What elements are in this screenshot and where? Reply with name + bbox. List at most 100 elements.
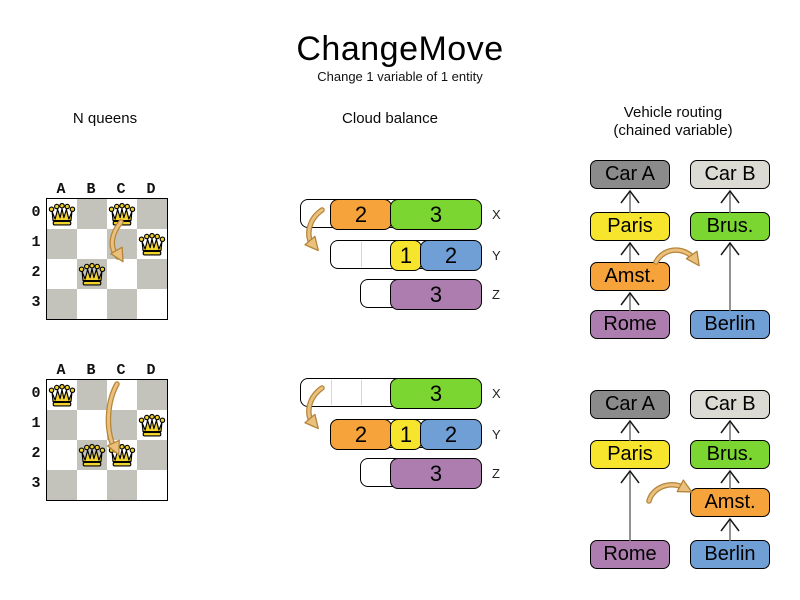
board-cell [47, 289, 77, 319]
chain-arrowhead-icon [620, 419, 640, 434]
board-cell [107, 410, 137, 440]
board-column-label: C [116, 362, 126, 379]
process-block: 2 [420, 419, 482, 450]
section-title-vehicle-line1: Vehicle routing [623, 104, 723, 121]
board-column-label: C [116, 181, 126, 198]
process-block-value: 3 [429, 201, 443, 227]
board-cell [137, 380, 167, 410]
board-cell [47, 440, 77, 470]
process-block: 2 [330, 419, 392, 450]
board-cell [77, 470, 107, 500]
board-cell [137, 470, 167, 500]
board-cell [107, 259, 137, 289]
vehicle-box-after-amst: Amst. [690, 488, 770, 517]
board-cell [107, 380, 137, 410]
board-cell [47, 229, 77, 259]
process-block: 3 [390, 279, 482, 310]
board-column-label: B [86, 362, 96, 379]
board-cell [77, 289, 107, 319]
board-cell [77, 380, 107, 410]
chessboard-grid [46, 379, 168, 501]
vehicle-box-before-paris: Paris [590, 212, 670, 241]
cloud-row-label: Y [492, 427, 501, 442]
board-cell [77, 410, 107, 440]
chain-arrowhead-icon [620, 469, 640, 484]
board-cell [137, 440, 167, 470]
vehicle-box-after-rome: Rome [590, 540, 670, 569]
queen-icon [138, 414, 166, 438]
vehicle-box-before-car-a: Car A [590, 160, 670, 189]
queen-icon [108, 444, 136, 468]
process-block-value: 2 [444, 242, 458, 268]
process-block: 2 [420, 240, 482, 271]
cloud-row-label: Y [492, 248, 501, 263]
section-title-vehicle-line2: (chained variable) [613, 122, 733, 139]
chain-arrowhead-icon [720, 517, 740, 532]
process-block-value: 3 [429, 380, 443, 406]
board-row-label: 1 [31, 415, 41, 432]
board-column-label: A [56, 181, 66, 198]
board-cell [77, 229, 107, 259]
chain-arrowhead-icon [620, 241, 640, 256]
board-cell [47, 259, 77, 289]
cloud-after-computer-X: 3 [300, 378, 482, 409]
process-block: 3 [390, 378, 482, 409]
vehicle-box-after-paris: Paris [590, 440, 670, 469]
process-block-value: 1 [399, 421, 413, 447]
cloud-row-label: X [492, 207, 501, 222]
cloud-row-label: X [492, 386, 501, 401]
process-block: 3 [390, 199, 482, 230]
board-cell [77, 199, 107, 229]
process-block-value: 2 [444, 421, 458, 447]
page-title: ChangeMove [296, 30, 504, 68]
board-column-label: D [146, 362, 156, 379]
chessboard-grid [46, 198, 168, 320]
process-block-value: 3 [429, 460, 443, 486]
board-cell [107, 470, 137, 500]
vehicle-box-before-rome: Rome [590, 310, 670, 339]
chain-arrowhead-icon [720, 469, 740, 484]
chain-arrowhead-icon [620, 189, 640, 204]
section-title-nqueens: N queens [72, 110, 138, 127]
board-row-label: 2 [31, 264, 41, 281]
queen-icon [48, 384, 76, 408]
board-cell [47, 470, 77, 500]
page-subtitle: Change 1 variable of 1 entity [317, 69, 483, 84]
move-arrow-vehicle-after [646, 479, 693, 504]
chain-arrowhead-icon [620, 291, 640, 306]
cloud-before-computer-Z: 3 [360, 279, 482, 310]
slot-divider [361, 242, 362, 267]
chain-arrowhead-icon [720, 419, 740, 434]
chain-arrowhead-icon [720, 241, 740, 256]
vehicle-box-after-car-a: Car A [590, 390, 670, 419]
process-block-value: 2 [354, 421, 368, 447]
board-cell [107, 289, 137, 319]
queen-icon [138, 233, 166, 257]
process-block: 1 [390, 240, 422, 271]
board-row-label: 0 [31, 204, 41, 221]
cloud-row-label: Z [492, 287, 500, 302]
vehicle-box-before-amst: Amst. [590, 262, 670, 291]
cloud-row-label: Z [492, 466, 500, 481]
vehicle-box-after-brus: Brus. [690, 440, 770, 469]
vehicle-box-before-berlin: Berlin [690, 310, 770, 339]
process-block: 3 [390, 458, 482, 489]
board-cell [47, 410, 77, 440]
process-block: 2 [330, 199, 392, 230]
section-title-vehicle: Vehicle routing (chained variable) [592, 104, 754, 140]
section-title-cloud: Cloud balance [342, 110, 438, 127]
queen-icon [78, 444, 106, 468]
cloud-after-computer-Z: 3 [360, 458, 482, 489]
slot-divider [361, 380, 362, 405]
queen-icon [48, 203, 76, 227]
queen-icon [78, 263, 106, 287]
vehicle-box-after-car-b: Car B [690, 390, 770, 419]
board-column-label: D [146, 181, 156, 198]
vehicle-box-after-berlin: Berlin [690, 540, 770, 569]
vehicle-box-before-car-b: Car B [690, 160, 770, 189]
board-row-label: 3 [31, 294, 41, 311]
